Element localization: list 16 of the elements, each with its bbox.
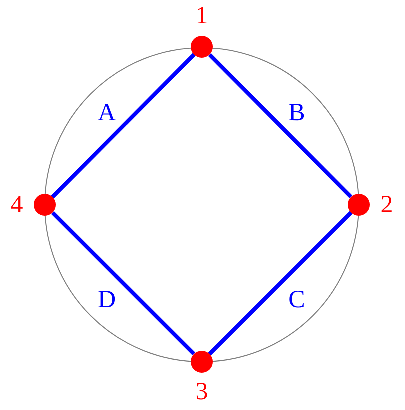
edge-label: B bbox=[288, 100, 306, 126]
edge-label: C bbox=[288, 288, 306, 312]
vertex-dot bbox=[191, 36, 213, 58]
vertex-dot bbox=[34, 194, 56, 216]
connector-line bbox=[208, 211, 353, 356]
vertex-number: 1 bbox=[196, 4, 208, 28]
vertex-number: 3 bbox=[196, 380, 208, 404]
edge-label: A bbox=[98, 100, 116, 126]
connector-line bbox=[51, 53, 196, 199]
vertex-number: 4 bbox=[10, 192, 24, 218]
vertex-dot bbox=[348, 194, 370, 216]
vertex-dot bbox=[191, 351, 213, 373]
edge-label: D bbox=[98, 288, 116, 312]
connector-line bbox=[208, 53, 353, 199]
vertex-number: 2 bbox=[380, 192, 394, 218]
connector-line bbox=[51, 211, 196, 356]
